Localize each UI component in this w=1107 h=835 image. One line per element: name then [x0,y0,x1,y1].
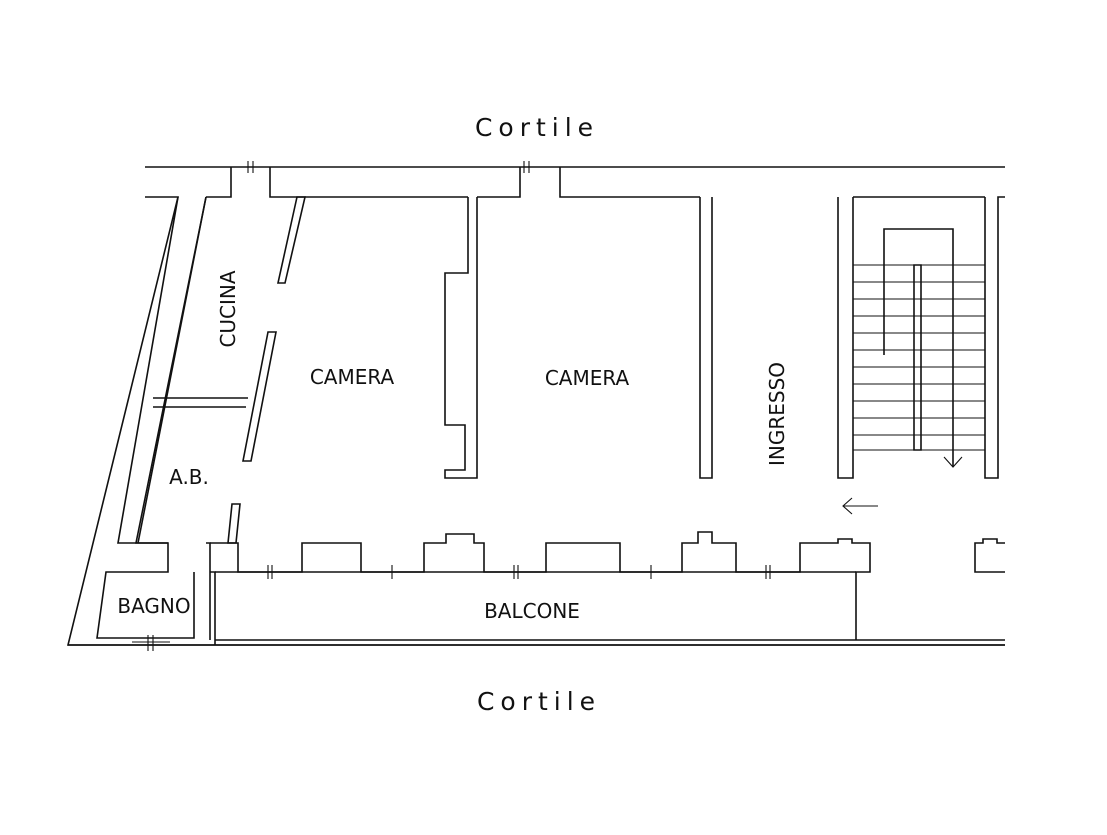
balcony-label: BALCONE [484,599,580,623]
entrance-arrow-icon [842,497,878,515]
courtyard-bottom-label: Cortile [477,687,601,716]
entrance-label: INGRESSO [765,362,789,466]
kitchen-label: CUCINA [216,270,240,347]
room-right-label: CAMERA [545,366,630,390]
staircase [853,228,985,468]
window-marks [132,161,771,651]
room-left-label: CAMERA [310,365,395,389]
balcony-parapet [210,531,1005,640]
closet-label: A.B. [169,465,209,489]
bathroom-label: BAGNO [117,594,190,618]
stair-direction-arrow-icon [943,456,963,468]
outer-walls [66,166,1005,646]
courtyard-top-label: Cortile [475,113,599,142]
interior-walls [153,196,1005,645]
